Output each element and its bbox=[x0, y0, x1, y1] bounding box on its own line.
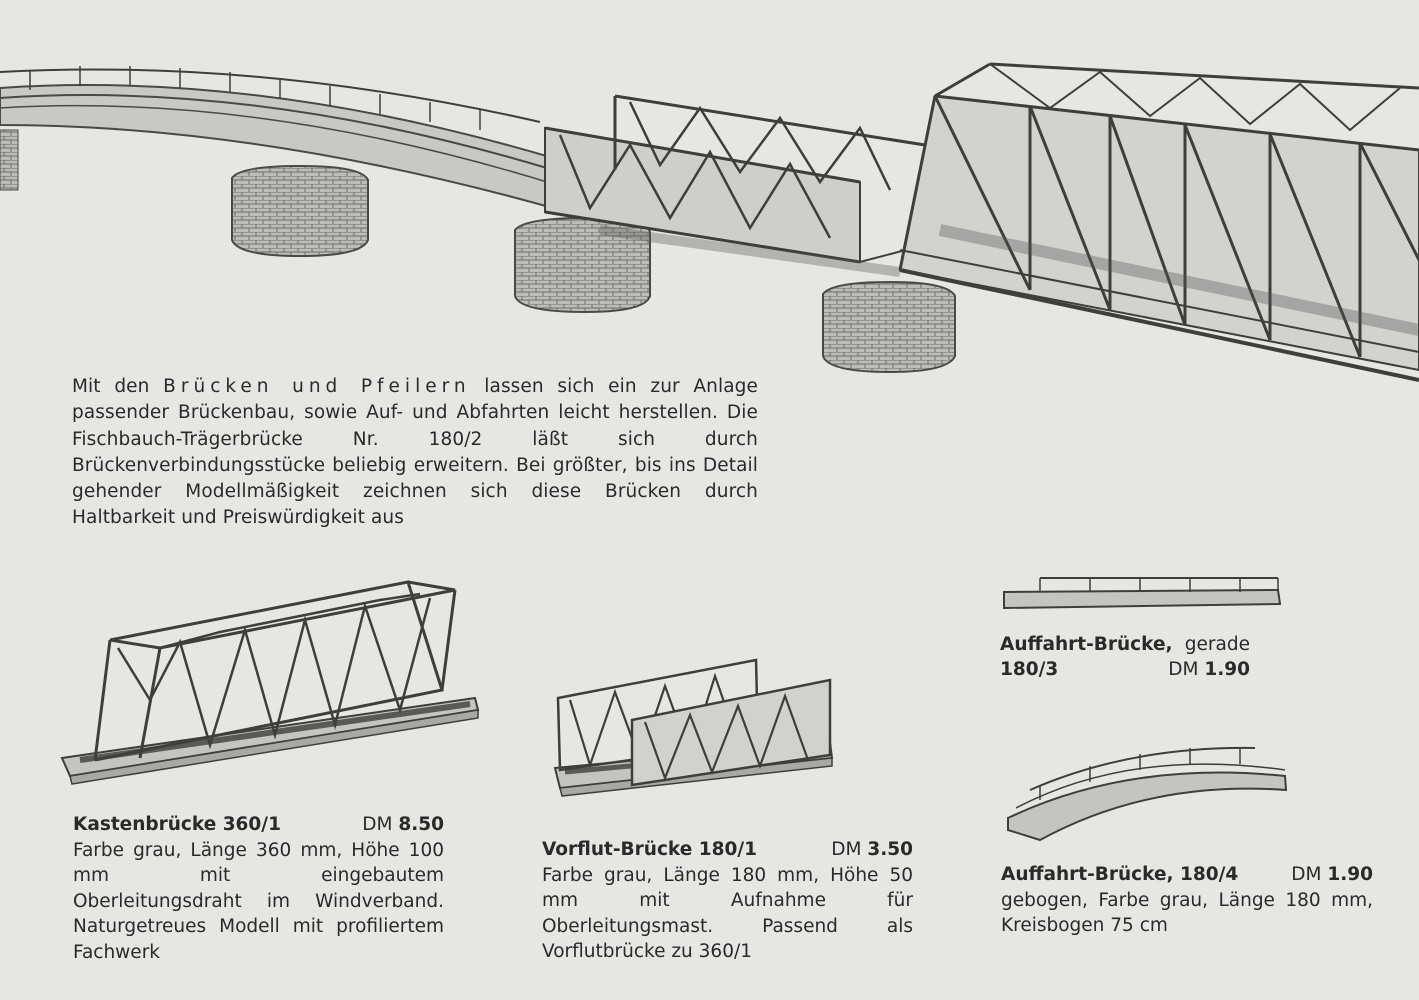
product-price: DM 8.50 bbox=[362, 814, 444, 835]
product-price: DM 1.90 bbox=[1168, 659, 1250, 680]
pier-3 bbox=[514, 216, 651, 314]
product-name: Auffahrt-Brücke, bbox=[1000, 634, 1173, 655]
intro-text-start: Mit den bbox=[72, 376, 164, 397]
product-variant: gerade bbox=[1184, 634, 1250, 655]
pier-1 bbox=[0, 129, 19, 191]
vorflut-bruecke-illustration bbox=[553, 658, 834, 797]
product-name: Vorflut-Brücke 180/1 bbox=[542, 839, 757, 860]
intro-text-rest: lassen sich ein zur Anlage passender Brü… bbox=[72, 376, 758, 529]
product-name: Kastenbrücke 360/1 bbox=[73, 814, 281, 835]
pier-4 bbox=[822, 280, 956, 374]
auffahrt-gebogen-illustration bbox=[1007, 746, 1288, 842]
intro-text-spaced: Brücken und Pfeilern bbox=[163, 376, 471, 397]
product-number: 180/3 bbox=[1000, 659, 1059, 680]
product-description: Farbe grau, Länge 360 mm, Höhe 100 mm mi… bbox=[73, 839, 444, 963]
pier-2 bbox=[231, 164, 369, 258]
kastenbruecke-illustration bbox=[60, 580, 480, 785]
product-name: Auffahrt-Brücke, 180/4 bbox=[1001, 864, 1239, 885]
intro-paragraph: Mit den Brücken und Pfeilern lassen sich… bbox=[72, 374, 758, 532]
product-auffahrt-gebogen: Auffahrt-Brücke, 180/4 DM 1.90 gebogen, … bbox=[1001, 862, 1373, 939]
product-price: DM 1.90 bbox=[1291, 864, 1373, 885]
small-truss-bridge bbox=[544, 94, 927, 277]
product-description: Farbe grau, Länge 180 mm, Höhe 50 mm mit… bbox=[542, 864, 913, 963]
product-auffahrt-gerade: Auffahrt-Brücke, gerade 180/3 DM 1.90 bbox=[1000, 632, 1250, 682]
top-bridge-illustration bbox=[0, 62, 1419, 382]
product-price: DM 3.50 bbox=[831, 839, 913, 860]
auffahrt-gerade-illustration bbox=[1003, 577, 1282, 610]
product-description: gebogen, Farbe grau, Länge 180 mm, Kreis… bbox=[1001, 889, 1373, 937]
product-kastenbruecke: Kastenbrücke 360/1 DM 8.50 Farbe grau, L… bbox=[73, 812, 444, 965]
large-truss-bridge bbox=[898, 62, 1419, 382]
product-vorflut-bruecke: Vorflut-Brücke 180/1 DM 3.50 Farbe grau,… bbox=[542, 837, 913, 965]
